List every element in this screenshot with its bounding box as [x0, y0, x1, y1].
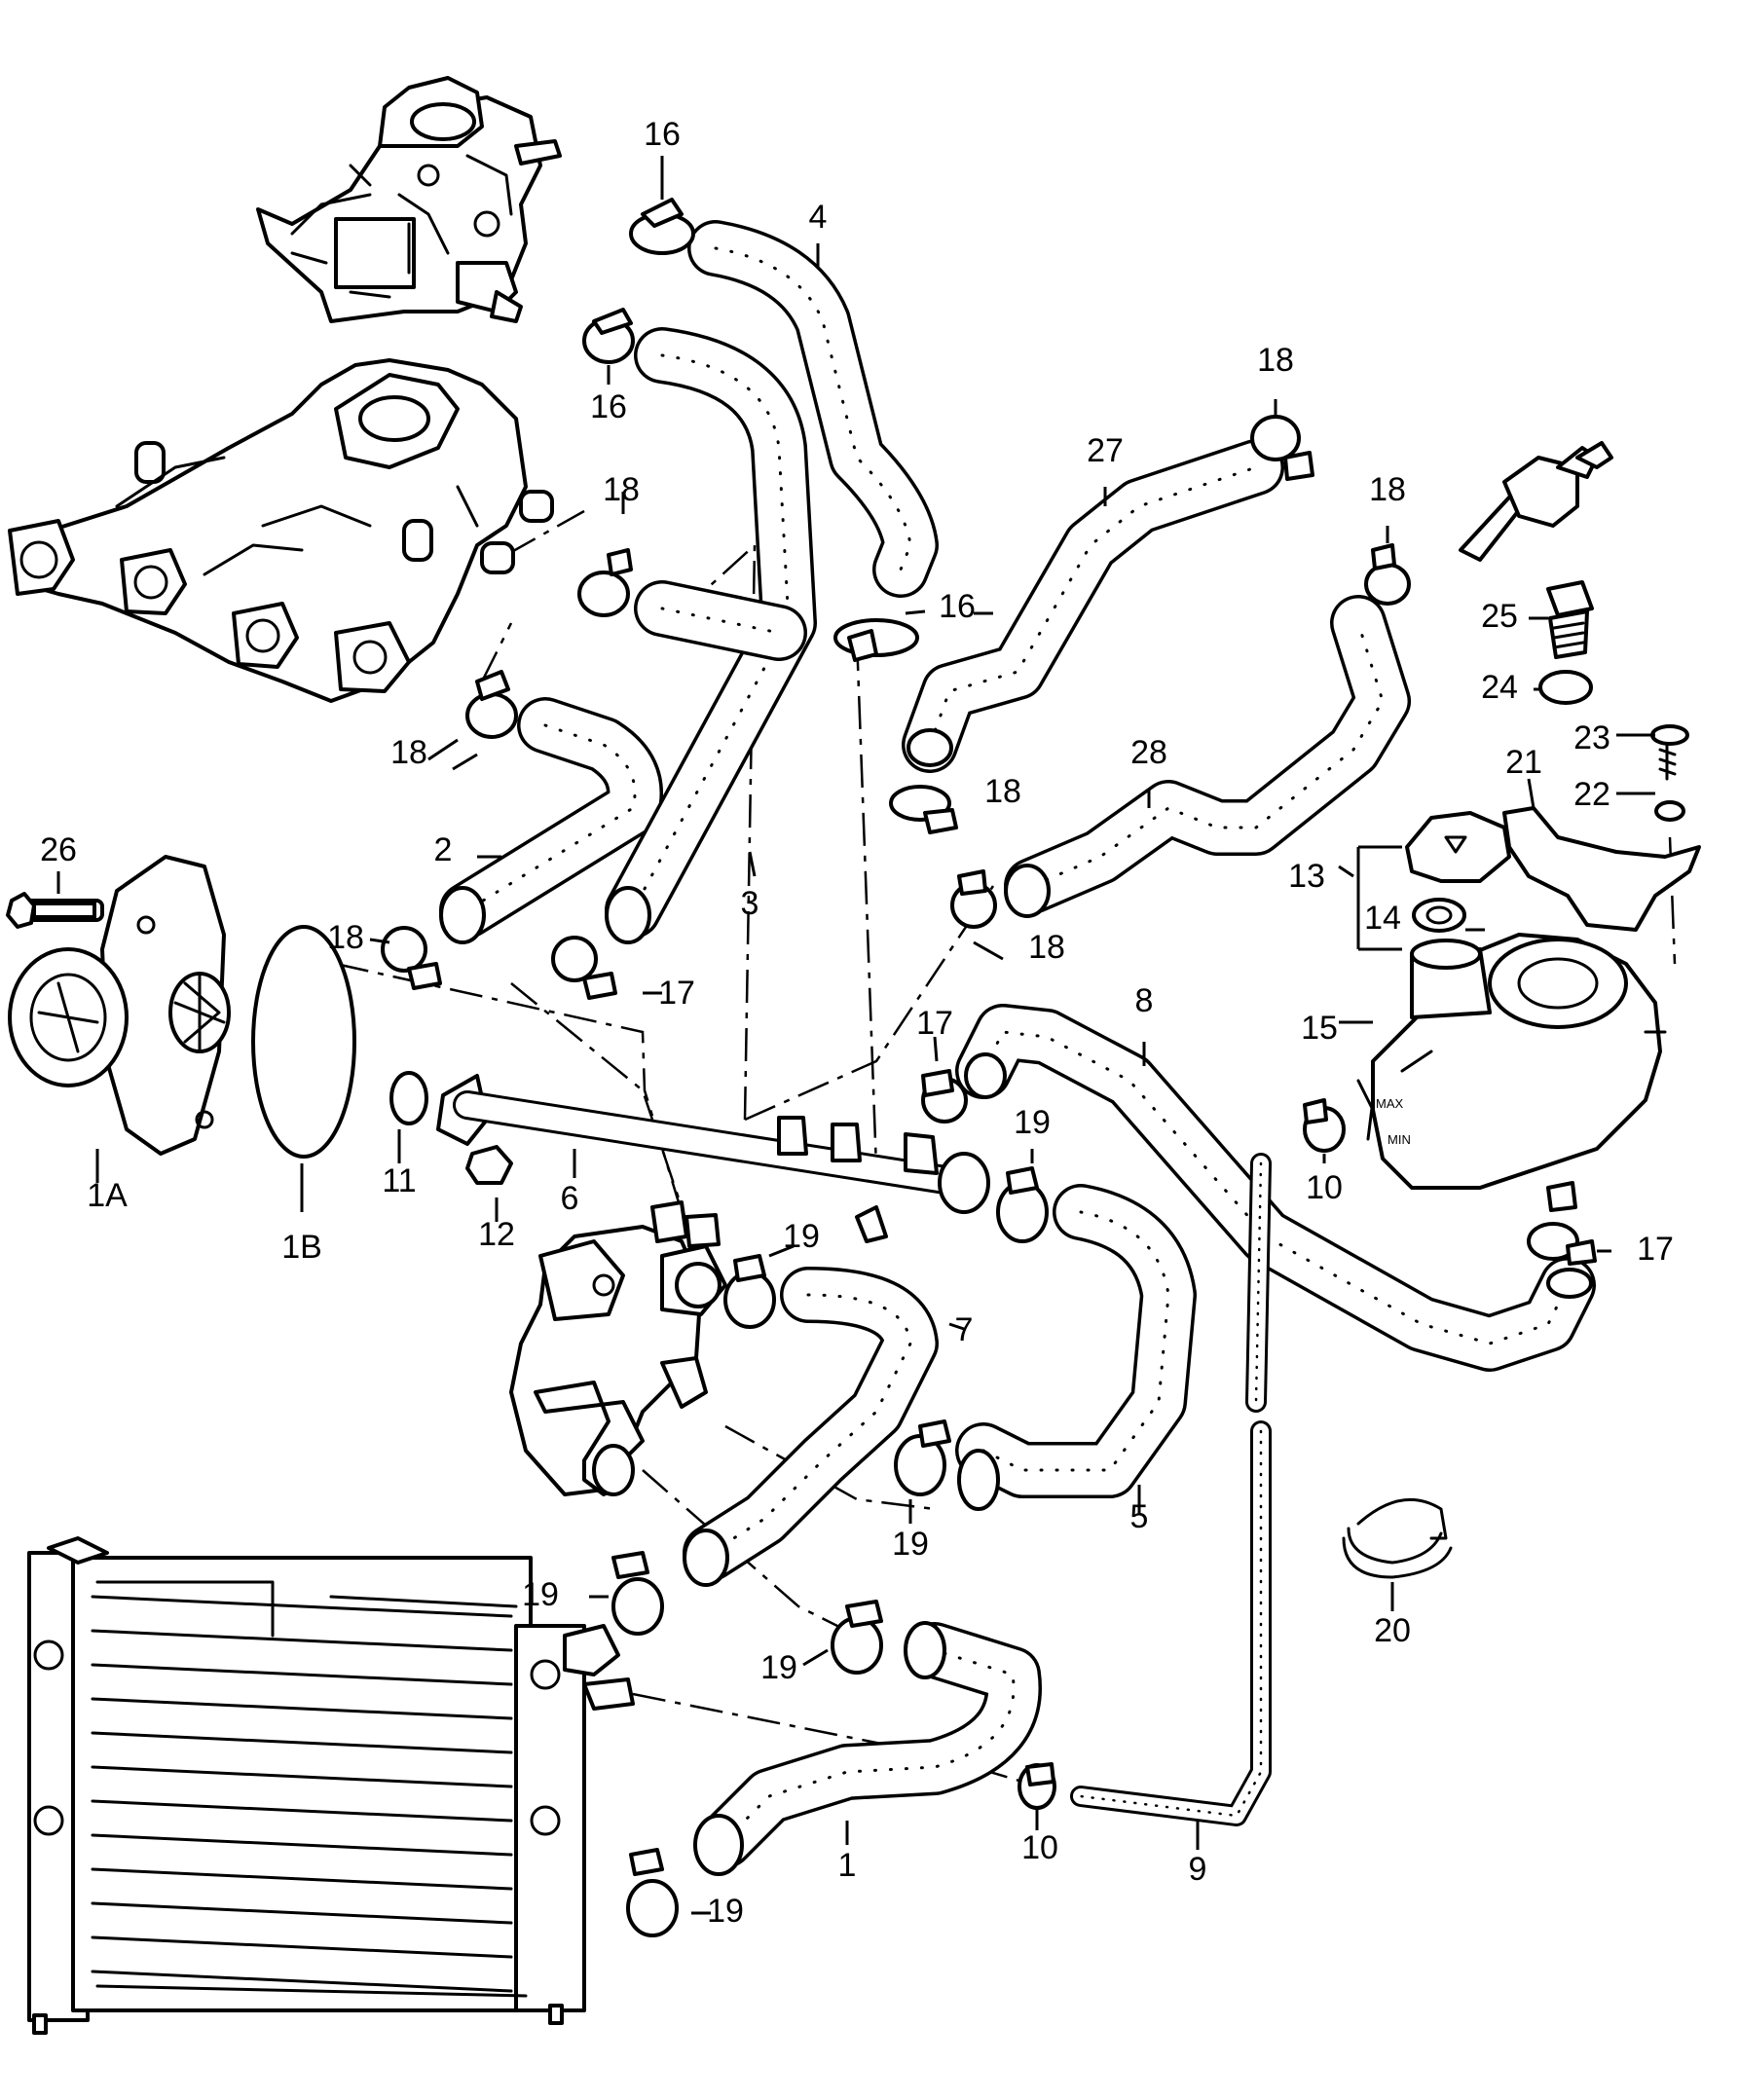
- callout-16b: 16: [590, 388, 627, 425]
- clip-20: [1342, 1497, 1453, 1579]
- callout-18b: 18: [1369, 471, 1406, 508]
- callout-19c: 19: [892, 1526, 929, 1563]
- hose-7: [683, 1267, 939, 1587]
- callout-21: 21: [1505, 744, 1542, 781]
- callout-20: 20: [1374, 1612, 1411, 1649]
- screw-23: [1650, 724, 1689, 781]
- coolant-pipe-6: [436, 1074, 990, 1243]
- bolt-26: [6, 892, 96, 929]
- callout-26: 26: [40, 831, 77, 868]
- expansion-tank-15: MAX MIN: [1356, 933, 1667, 1212]
- leader-lines: [56, 156, 1655, 1915]
- hose-4: [687, 220, 939, 598]
- callout-27: 27: [1087, 432, 1124, 469]
- thermostat-housing-part: [509, 1200, 727, 1496]
- seal-14: [1412, 898, 1466, 933]
- callout-1: 1: [838, 1847, 857, 1884]
- callout-16a: 16: [644, 116, 681, 153]
- coolant-sender-part: [1459, 441, 1613, 562]
- washer-22: [1654, 800, 1685, 822]
- callout-18e: 18: [390, 734, 427, 771]
- callout-labels: 16 16 16 4 18 18 18 18 18 18 18 27 25 24…: [40, 116, 1674, 1930]
- callout-4: 4: [809, 199, 828, 236]
- callout-1A: 1A: [87, 1177, 128, 1214]
- hose-28: [1004, 595, 1411, 918]
- hose-3: [605, 327, 817, 944]
- hose-9: [1070, 1153, 1272, 1826]
- plug-25: [1546, 580, 1594, 659]
- callout-8: 8: [1135, 982, 1154, 1019]
- callout-19e: 19: [760, 1649, 797, 1686]
- o-ring-24: [1538, 670, 1593, 705]
- callout-3: 3: [741, 885, 759, 922]
- callout-23: 23: [1573, 719, 1610, 756]
- hose-5: [955, 1184, 1197, 1511]
- callout-11: 11: [382, 1162, 416, 1199]
- callout-10a: 10: [1306, 1169, 1343, 1206]
- callout-19a: 19: [1014, 1104, 1051, 1141]
- callout-6: 6: [561, 1180, 579, 1217]
- callout-2: 2: [434, 831, 453, 868]
- o-ring-11: [389, 1071, 428, 1125]
- carburetor-part: [256, 76, 562, 323]
- callout-18f: 18: [327, 919, 364, 956]
- callout-25: 25: [1481, 598, 1518, 635]
- callout-17b: 17: [916, 1005, 953, 1042]
- callout-14: 14: [1364, 900, 1401, 937]
- hose-1: [693, 1621, 1042, 1876]
- callout-24: 24: [1481, 669, 1518, 706]
- hose-clamps: [381, 198, 1597, 1937]
- callout-13: 13: [1288, 858, 1325, 895]
- callout-28: 28: [1130, 734, 1167, 771]
- callout-10b: 10: [1021, 1829, 1058, 1866]
- hose-2: [439, 697, 663, 944]
- callout-17c: 17: [1637, 1231, 1674, 1268]
- bracket-21: [1502, 806, 1701, 932]
- tank-min-mark: MIN: [1388, 1132, 1411, 1147]
- tank-max-mark: MAX: [1376, 1096, 1404, 1111]
- callout-15: 15: [1301, 1010, 1338, 1047]
- callout-18g: 18: [1028, 929, 1065, 966]
- radiator-part: [27, 1536, 635, 2035]
- callout-5: 5: [1130, 1498, 1149, 1535]
- callout-19b: 19: [783, 1218, 820, 1255]
- nut-12: [465, 1145, 513, 1185]
- callout-18c: 18: [603, 471, 640, 508]
- intake-manifold-part: [8, 358, 554, 703]
- callout-1B: 1B: [281, 1229, 322, 1266]
- hose-27: [902, 439, 1284, 773]
- callout-18d: 18: [984, 773, 1021, 810]
- callout-7: 7: [955, 1311, 974, 1348]
- callout-22: 22: [1573, 776, 1610, 813]
- water-pump-1a: [8, 855, 231, 1156]
- callout-9: 9: [1189, 1851, 1207, 1888]
- callout-17a: 17: [658, 975, 695, 1012]
- gasket-1b: [251, 925, 356, 1159]
- callout-12: 12: [478, 1216, 515, 1253]
- callout-18a: 18: [1257, 342, 1294, 379]
- cap-13: [1405, 811, 1511, 883]
- callout-19f: 19: [707, 1893, 744, 1930]
- callout-16c: 16: [939, 588, 976, 625]
- callout-19d: 19: [522, 1576, 559, 1613]
